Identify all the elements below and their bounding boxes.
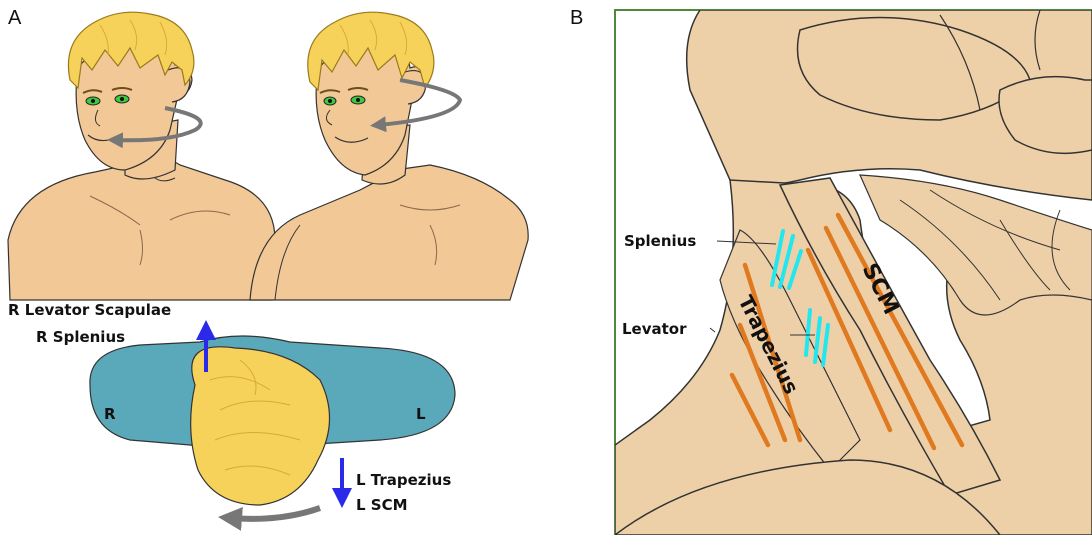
label-l-scm: L SCM: [356, 496, 408, 514]
shoulders-right-figure: [250, 165, 528, 300]
label-splenius: Splenius: [624, 232, 696, 250]
panel-a: A: [8, 7, 528, 519]
panel-b: B: [570, 7, 1092, 535]
panel-b-letter: B: [570, 7, 583, 29]
top-view-diagram: R L R Levator Scapulae R Splenius L Trap…: [8, 301, 455, 519]
person-right-head-turned: [250, 12, 528, 300]
head-top-view: [191, 347, 330, 505]
label-l-trapezius: L Trapezius: [356, 471, 451, 489]
rotation-arrow-bottom-icon: [230, 508, 320, 519]
side-label-left: L: [416, 405, 426, 423]
label-r-splenius: R Splenius: [36, 328, 125, 346]
label-levator: Levator: [622, 320, 687, 338]
person-left-head-turned: [8, 12, 275, 300]
panel-a-letter: A: [8, 7, 22, 29]
side-label-right: R: [104, 405, 116, 423]
label-r-levator-scapulae: R Levator Scapulae: [8, 301, 171, 319]
